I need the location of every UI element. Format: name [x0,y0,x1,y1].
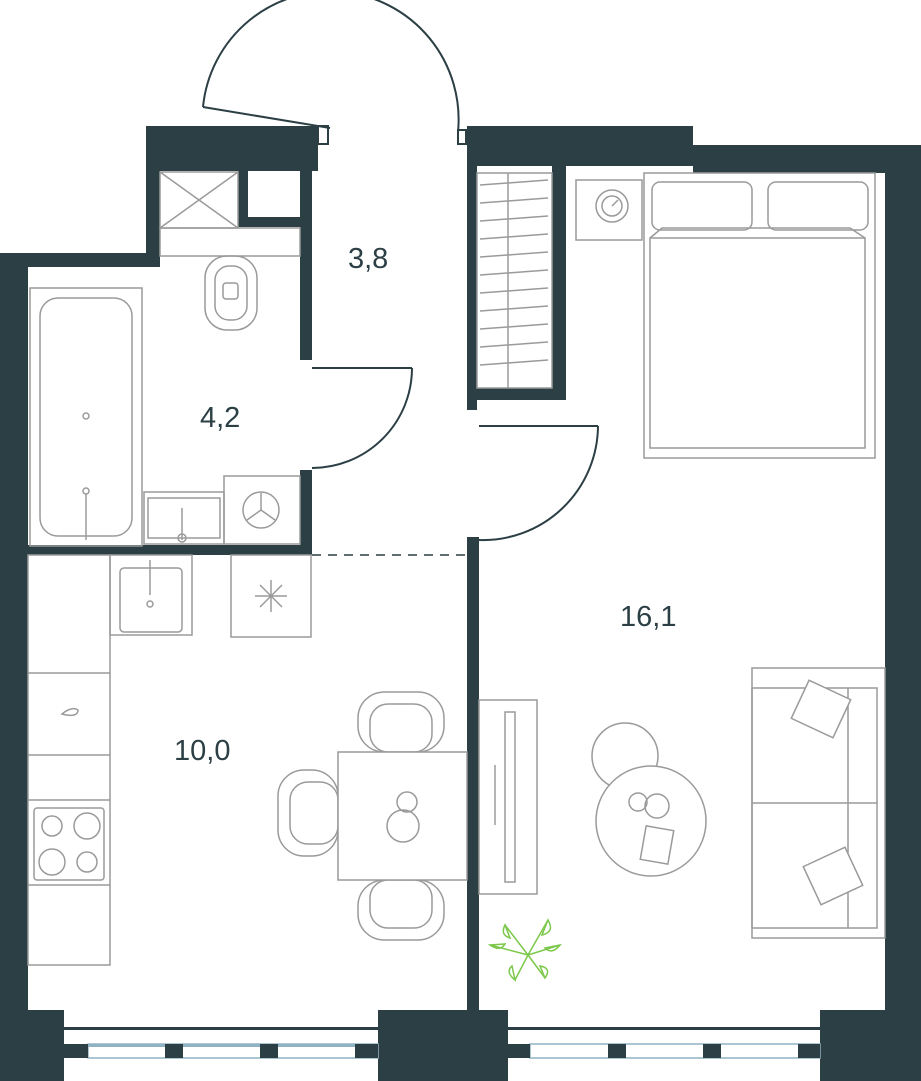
sink-icon [143,491,225,545]
doors [202,0,599,556]
fridge-icon [230,554,312,638]
living-area-label: 16,1 [620,601,676,633]
walls [0,126,921,1081]
nightstand-icon [575,179,643,241]
kitchen-sink-icon [119,560,183,633]
dining-table-icon [277,691,468,941]
washing-machine-icon [223,475,301,545]
kitchen-counter [27,554,193,966]
stove-icon [33,807,105,881]
windows [64,1027,821,1059]
kitchen-area-label: 10,0 [174,735,230,767]
tv-stand-icon [478,699,538,895]
bathroom-area-label: 4,2 [200,402,240,434]
coffee-table-icon [591,722,707,877]
sofa-icon [751,667,886,939]
hallway-area-label: 3,8 [348,243,388,275]
hood-icon [60,707,79,717]
wardrobe-icon [476,172,553,389]
bathtub-icon [29,287,143,547]
toilet-icon [159,227,301,331]
bed-icon [643,172,876,459]
shower-cabinet-icon [159,171,239,229]
plant-icon [487,918,562,982]
